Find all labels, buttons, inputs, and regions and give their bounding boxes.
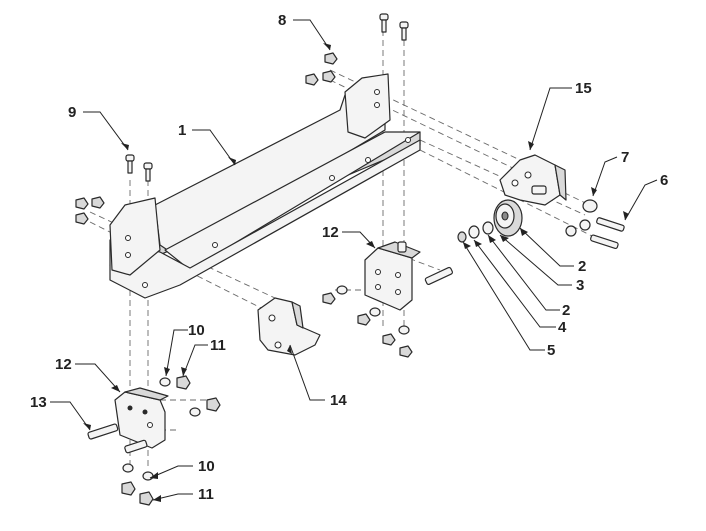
- callout-labels: 1 2 2 3 4 5 6 7 8 9 10 10 11 11 12 12 13…: [30, 12, 668, 503]
- callout-6: 6: [660, 172, 668, 189]
- left-angle-bracket: [87, 375, 221, 506]
- callout-1: 1: [178, 122, 186, 139]
- callout-11-lower: 11: [198, 486, 214, 503]
- callout-12-center: 12: [322, 224, 339, 241]
- top-bolt-group: [305, 13, 409, 86]
- callout-12-left: 12: [55, 356, 72, 373]
- callout-7: 7: [621, 149, 629, 166]
- callout-11-upper: 11: [210, 337, 226, 354]
- callout-4: 4: [558, 319, 567, 336]
- callout-leaders: [50, 19, 658, 502]
- upper-right-bracket: [499, 154, 567, 206]
- lower-middle-bracket: [257, 297, 321, 356]
- main-frame: [109, 73, 421, 299]
- callout-8: 8: [278, 12, 286, 29]
- callout-2-upper: 2: [578, 258, 586, 275]
- callout-9: 9: [68, 104, 76, 121]
- callout-15: 15: [575, 80, 592, 97]
- center-angle-bracket: [322, 241, 453, 358]
- callout-14: 14: [330, 392, 347, 409]
- roller-assembly: [457, 199, 625, 249]
- callout-10-lower: 10: [198, 458, 215, 475]
- callout-13: 13: [30, 394, 47, 411]
- callout-5: 5: [547, 342, 555, 359]
- left-bolt-group: [75, 154, 153, 225]
- callout-10-upper: 10: [188, 322, 205, 339]
- callout-2-lower: 2: [562, 302, 570, 319]
- callout-3: 3: [576, 277, 584, 294]
